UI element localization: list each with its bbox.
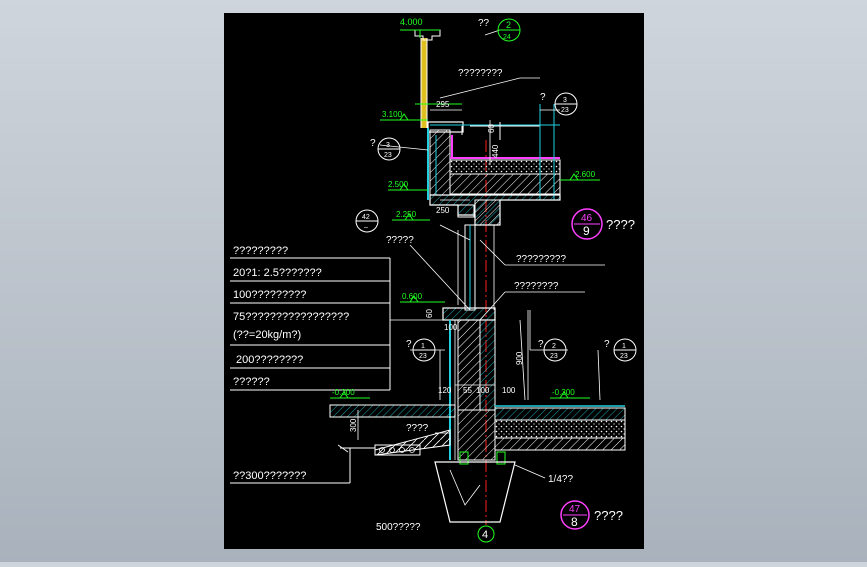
dim-440: 440 — [491, 144, 500, 158]
layer-row-1: 20?1: 2.5??????? — [233, 267, 322, 279]
note-wall2: ???????? — [514, 281, 559, 292]
dim-120: 120 — [438, 386, 452, 395]
circle-1a-num: 1 — [421, 343, 425, 350]
elev-3100: 3.100 — [382, 110, 403, 119]
circle-1a-den: 23 — [419, 353, 427, 360]
layer-bottom: ??300??????? — [233, 470, 306, 482]
circle-42-num: 42 — [362, 214, 370, 221]
elev-2600: 2.600 — [575, 170, 596, 179]
circle-47-text: ???? — [594, 508, 623, 523]
layer-row-2: 100????????? — [233, 289, 306, 301]
note-wall1: ????????? — [516, 254, 566, 265]
ref-circles — [355, 18, 637, 543]
circle-3a-num: 3 — [563, 97, 567, 104]
note-dry: ???? — [406, 423, 429, 434]
dim-100-right: 100 — [502, 386, 516, 395]
layer-row-4: (??=20kg/m?) — [233, 329, 301, 341]
lower-wall — [442, 307, 506, 465]
leader-lines — [379, 29, 605, 479]
dimension-lines — [357, 109, 529, 440]
dim-60-sill: 60 — [425, 309, 434, 318]
circle-47-num: 47 — [569, 504, 581, 515]
circle-47-den: 8 — [571, 515, 578, 529]
elev-m0300-left: -0.300 — [332, 388, 355, 397]
floor-slab — [494, 405, 626, 451]
elev-m0300-right: -0.300 — [552, 388, 575, 397]
circle-1b-num: 1 — [622, 343, 626, 350]
circle-2-num: 2 — [506, 20, 511, 30]
circle-2b-num: 2 — [552, 343, 556, 350]
exterior-ground — [329, 404, 456, 456]
circle-1b-den: 23 — [620, 353, 628, 360]
dim-295: 295 — [436, 100, 450, 109]
elev-2500: 2.500 — [388, 180, 409, 189]
foundation-footing — [434, 461, 516, 523]
dim-100-mid: 100 — [476, 386, 490, 395]
circle-42-den: – — [364, 224, 368, 231]
note-left-low: ? — [406, 339, 412, 350]
dim-900: 900 — [515, 351, 524, 365]
note-right-top: ? — [540, 92, 546, 103]
note-500: 500????? — [376, 522, 421, 533]
circle-2-den: 24 — [503, 34, 511, 41]
layer-row-5: 200???????? — [236, 354, 303, 366]
dim-55: 55 — [463, 386, 472, 395]
axis-number: 4 — [482, 529, 488, 541]
note-right-a: ? — [538, 339, 544, 350]
note-window: ????? — [386, 235, 414, 246]
parapet-gutter — [400, 29, 441, 128]
layer-table-lines — [230, 257, 445, 484]
elevation-marks — [330, 103, 600, 399]
note-left-top: ? — [370, 138, 376, 149]
circle-3b-den: 23 — [384, 152, 392, 159]
dim-100-top: 100 — [444, 323, 458, 332]
circle-46-num: 46 — [581, 213, 593, 224]
note-right-b: ? — [604, 339, 610, 350]
circle-46-text: ???? — [606, 217, 635, 232]
circle-3a-den: 23 — [561, 107, 569, 114]
circle-46-den: 9 — [583, 224, 590, 238]
dim-250: 250 — [436, 206, 450, 215]
note-top: ?? — [478, 18, 490, 29]
note-roof: ???????? — [458, 68, 503, 79]
elev-2250: 2.250 — [396, 210, 417, 219]
note-1-4: 1/4?? — [548, 474, 573, 485]
layer-row-6: ?????? — [233, 376, 270, 388]
dim-300: 300 — [349, 418, 358, 432]
dim-60: 60 — [487, 124, 496, 133]
layer-row-3: 75????????????????? — [233, 311, 349, 323]
circle-3b-num: 3 — [386, 142, 390, 149]
layer-row-0: ????????? — [233, 245, 288, 257]
circle-2b-den: 23 — [550, 353, 558, 360]
elev-0600: 0.600 — [402, 292, 423, 301]
elev-4000: 4.000 — [400, 17, 423, 27]
